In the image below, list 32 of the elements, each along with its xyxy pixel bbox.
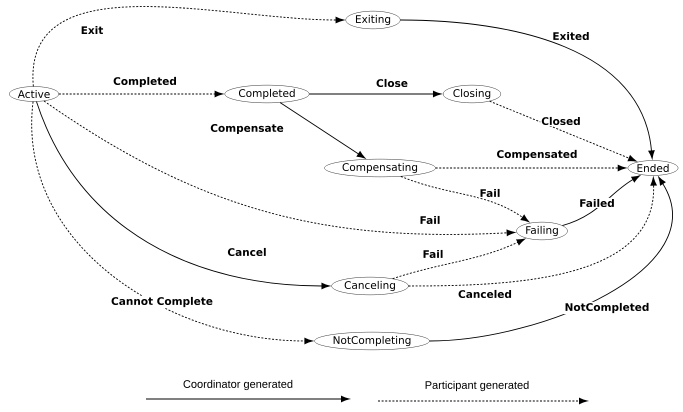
edge-label: Fail <box>478 188 502 198</box>
arrow <box>36 101 330 290</box>
edge-label: Completed <box>112 76 178 88</box>
arrow <box>435 164 626 172</box>
edge-label: NotCompleted <box>564 302 650 314</box>
edge-label: Cannot Complete <box>110 296 214 308</box>
arrow <box>58 90 224 98</box>
edge-label: Compensate <box>209 123 285 135</box>
edge-label: Closed <box>540 116 582 126</box>
arrow <box>280 102 366 159</box>
arrow <box>400 20 655 159</box>
edge-label: Failed <box>578 198 616 208</box>
edge-label: Compensated <box>496 148 578 162</box>
edge-label: Exited <box>551 30 591 42</box>
edge-label: Canceled <box>457 288 513 300</box>
arrow <box>32 101 313 344</box>
arrow <box>392 238 526 280</box>
legend-label: Coordinator generated <box>184 380 292 390</box>
edge-label: Close <box>375 78 409 88</box>
edge-label: Exit <box>80 25 104 35</box>
legend-label: Participant generated <box>426 380 529 392</box>
arrow <box>489 100 637 162</box>
arrow <box>32 6 344 87</box>
arrow <box>562 175 640 226</box>
arrow <box>429 176 672 342</box>
arrow <box>408 177 657 286</box>
edge-label: Fail <box>418 214 442 226</box>
edge-label: Cancel <box>226 246 268 258</box>
arrow <box>400 176 530 222</box>
arrow <box>44 100 516 236</box>
arrow <box>308 90 442 98</box>
edge-label: Fail <box>422 248 444 260</box>
